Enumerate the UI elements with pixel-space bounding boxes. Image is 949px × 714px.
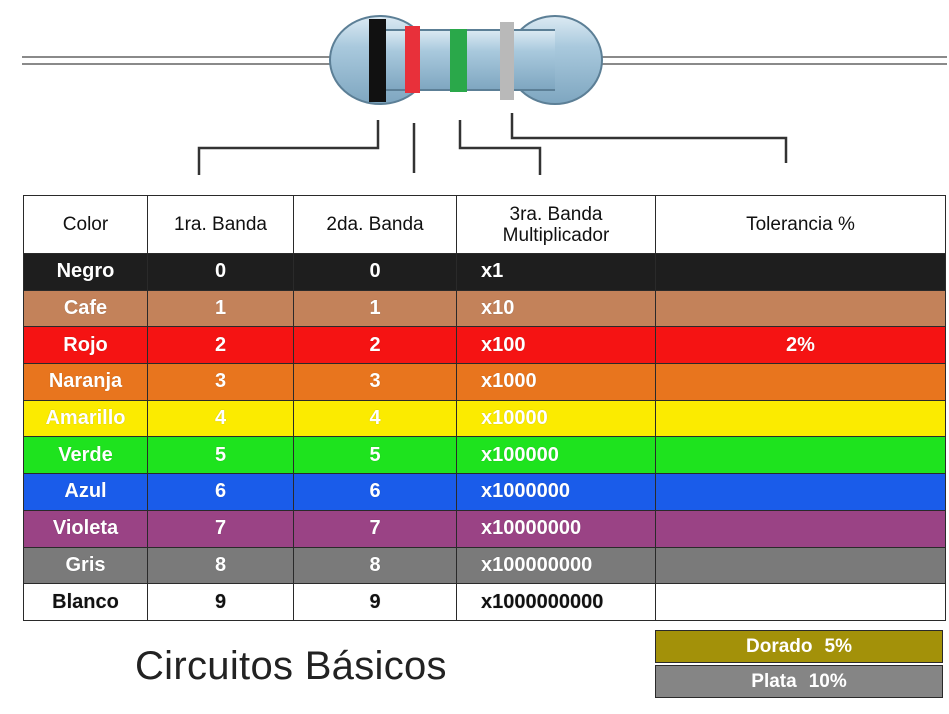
header-first-band: 1ra. Banda [147,195,294,254]
cell-first-band: 8 [147,546,294,585]
cell-tolerance [655,253,946,291]
cell-color-name: Cafe [23,289,148,328]
cell-tolerance [655,546,946,585]
cell-first-band: 5 [147,436,294,475]
cell-multiplier: x10000000 [456,509,656,548]
resistor-illustration [22,15,947,175]
cell-first-band: 3 [147,363,294,401]
tolerance-color-name: Plata [751,670,797,692]
header-tolerance: Tolerancia % [655,195,946,254]
cell-tolerance [655,583,946,621]
tolerance-value: 5% [824,635,852,657]
cell-first-band: 7 [147,509,294,548]
header-second-band: 2da. Banda [293,195,457,254]
cell-tolerance [655,473,946,511]
cell-second-band: 0 [293,253,457,291]
cell-color-name: Amarillo [23,399,148,438]
cell-tolerance: 2% [655,326,946,365]
resistor-band-4 [500,22,514,100]
cell-first-band: 6 [147,473,294,511]
cell-second-band: 2 [293,326,457,365]
cell-color-name: Blanco [23,583,148,621]
tolerance-color-name: Dorado [746,635,813,657]
cell-first-band: 2 [147,326,294,365]
resistor-band-3 [450,29,467,92]
cell-multiplier: x1000000 [456,473,656,511]
resistor-lead-right [592,56,947,65]
cell-tolerance [655,363,946,401]
resistor-lead-left [22,56,340,65]
cell-tolerance [655,399,946,438]
cell-first-band: 0 [147,253,294,291]
cell-multiplier: x1000 [456,363,656,401]
cell-multiplier: x100 [456,326,656,365]
cell-color-name: Rojo [23,326,148,365]
cell-second-band: 1 [293,289,457,328]
cell-second-band: 7 [293,509,457,548]
cell-second-band: 4 [293,399,457,438]
cell-second-band: 6 [293,473,457,511]
cell-multiplier: x100000000 [456,546,656,585]
cell-second-band: 8 [293,546,457,585]
cell-multiplier: x1000000000 [456,583,656,621]
cell-tolerance [655,436,946,475]
cell-color-name: Naranja [23,363,148,401]
band-pointer-lines [197,113,788,175]
tolerance-box-plata: Plata 10% [655,665,943,698]
cell-first-band: 9 [147,583,294,621]
cell-color-name: Verde [23,436,148,475]
cell-first-band: 4 [147,399,294,438]
cell-multiplier: x10 [456,289,656,328]
cell-color-name: Azul [23,473,148,511]
cell-multiplier: x1 [456,253,656,291]
cell-second-band: 5 [293,436,457,475]
header-multiplier: Multiplicador [502,224,610,246]
cell-first-band: 1 [147,289,294,328]
resistor-band-2 [405,26,420,93]
caption: Circuitos Básicos [135,644,447,688]
cell-tolerance [655,509,946,548]
header-third-band: 3ra. Banda [509,203,603,225]
cell-multiplier: x10000 [456,399,656,438]
cell-tolerance [655,289,946,328]
resistor-band-1 [369,19,386,102]
cell-color-name: Violeta [23,509,148,548]
header-color: Color [23,195,148,254]
tolerance-value: 10% [808,670,847,692]
cell-color-name: Gris [23,546,148,585]
cell-second-band: 9 [293,583,457,621]
cell-second-band: 3 [293,363,457,401]
tolerance-box-dorado: Dorado 5% [655,630,943,663]
cell-multiplier: x100000 [456,436,656,475]
cell-color-name: Negro [23,253,148,291]
